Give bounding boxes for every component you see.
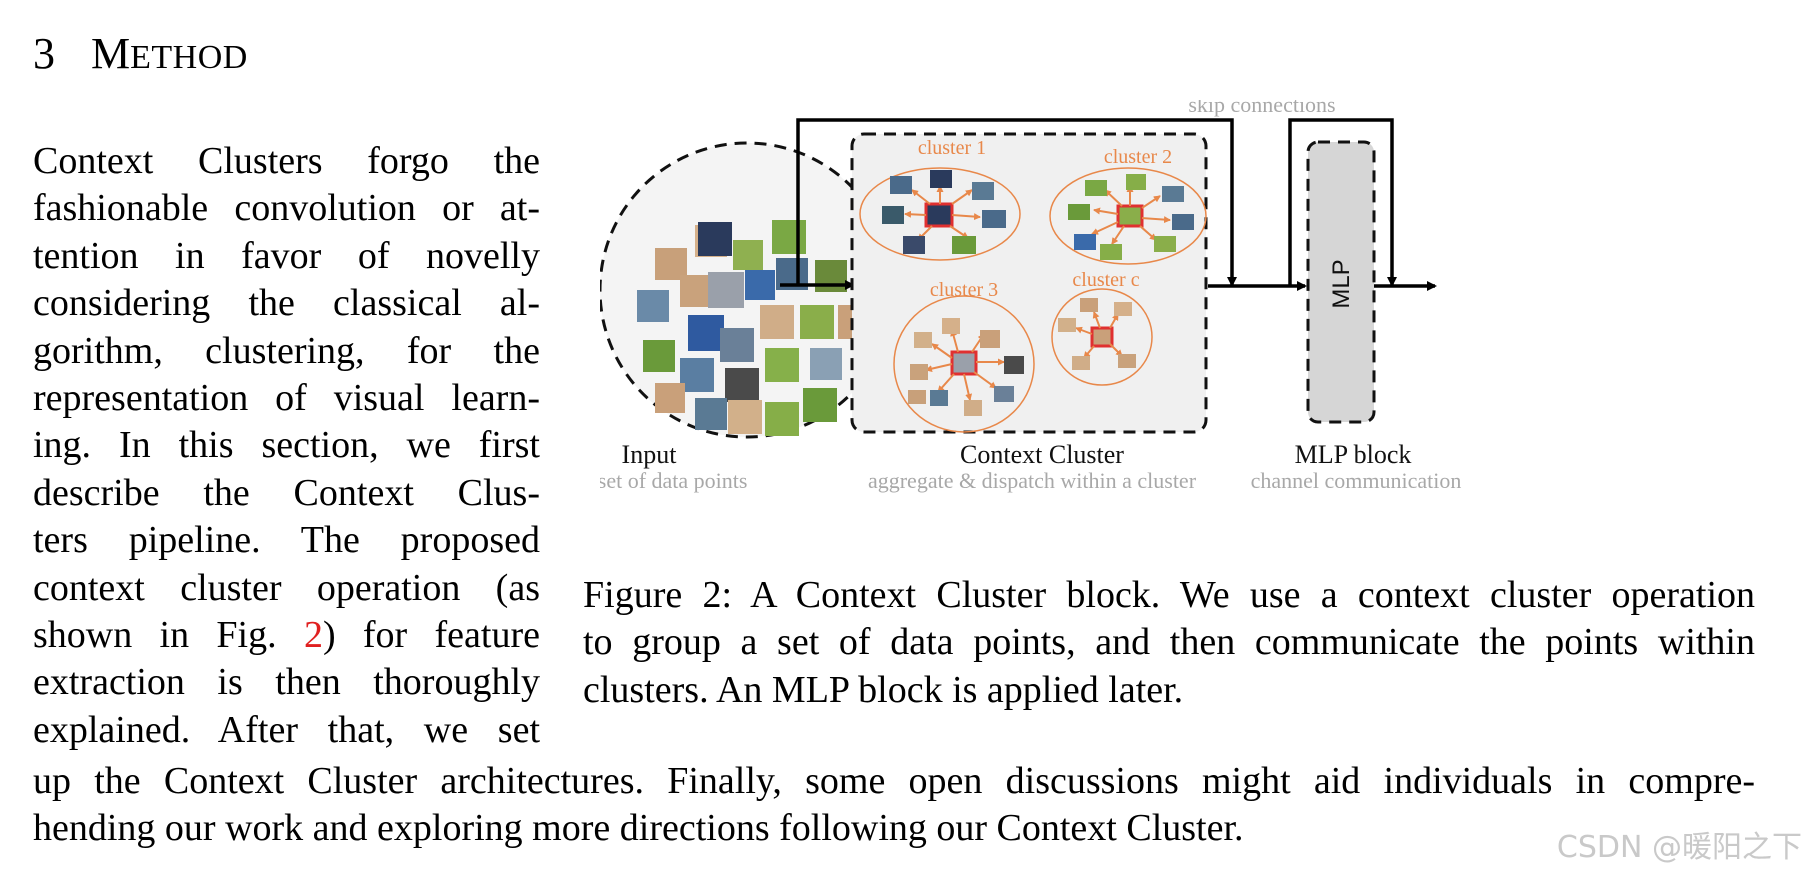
text-line: hending our work and exploring more dire… xyxy=(33,807,1244,850)
text-line: explained. After that, we set xyxy=(33,708,540,751)
section-title-rest: ETHOD xyxy=(130,39,248,76)
wrapped-paragraph: Context Clusters forgo the fashionable c… xyxy=(33,138,540,754)
caption-line: Figure 2: A Context Cluster block. We us… xyxy=(583,574,1755,616)
input-subtitle: a set of data points xyxy=(600,468,747,493)
text-line: ters pipeline. The proposed xyxy=(33,519,540,562)
cluster-label: cluster 1 xyxy=(918,137,986,159)
text-line: extraction is then thoroughly xyxy=(33,661,540,704)
mlp-block-subtitle: channel communication xyxy=(1251,468,1462,493)
text-line: ing. In this section, we first xyxy=(33,424,540,467)
caption-line: clusters. An MLP block is applied later. xyxy=(583,668,1184,711)
image-patches xyxy=(637,220,872,436)
caption-line: to group a set of data points, and then … xyxy=(583,621,1755,664)
text-line: representation of visual learn- xyxy=(33,376,540,419)
text-segment: shown in Fig. xyxy=(33,613,304,656)
connector-lines xyxy=(780,118,1437,291)
full-width-paragraph: up the Context Cluster architectures. Fi… xyxy=(33,758,1755,853)
context-cluster-title: Context Cluster xyxy=(960,440,1124,469)
input-title: Input xyxy=(622,440,678,469)
cluster-c: cluster c xyxy=(1051,269,1153,386)
cluster-1: cluster 1 xyxy=(859,137,1021,261)
figure-ref-link[interactable]: 2 xyxy=(303,613,323,656)
cluster-3: cluster 3 xyxy=(893,279,1035,433)
input-data-circle xyxy=(600,141,896,439)
skip-connections-label: skip connections xyxy=(1188,100,1335,117)
cluster-label: cluster 3 xyxy=(930,279,998,301)
text-line: tention in favor of novelly xyxy=(33,234,540,277)
mlp-block: MLP xyxy=(1306,140,1376,424)
text-line: Context Clusters forgo the xyxy=(33,140,540,182)
text-segment: ) for feature xyxy=(322,613,540,656)
text-line: gorithm, clustering, for the xyxy=(33,329,540,372)
text-line: describe the Context Clus- xyxy=(33,471,540,514)
watermark: CSDN @暖阳之下 xyxy=(1556,830,1802,865)
section-number: 3 xyxy=(33,29,55,78)
context-cluster-figure: skip connections cluster 1 xyxy=(600,100,1462,493)
figure-caption: Figure 2: A Context Cluster block. We us… xyxy=(583,572,1755,714)
text-line-with-ref: shown in Fig. 2) for feature xyxy=(33,612,540,659)
section-title-initial: M xyxy=(91,29,131,78)
text-line: up the Context Cluster architectures. Fi… xyxy=(33,760,1755,802)
mlp-block-title: MLP block xyxy=(1295,440,1412,469)
text-line: considering the classical al- xyxy=(33,282,540,325)
mlp-label: MLP xyxy=(1328,259,1355,308)
text-line: fashionable convolution or at- xyxy=(33,187,540,230)
text-line: context cluster operation (as xyxy=(33,566,540,609)
context-cluster-subtitle: aggregate & dispatch within a cluster xyxy=(868,468,1197,493)
cluster-label: cluster 2 xyxy=(1104,146,1172,168)
cluster-2: cluster 2 xyxy=(1049,146,1207,265)
cluster-label: cluster c xyxy=(1072,269,1139,291)
